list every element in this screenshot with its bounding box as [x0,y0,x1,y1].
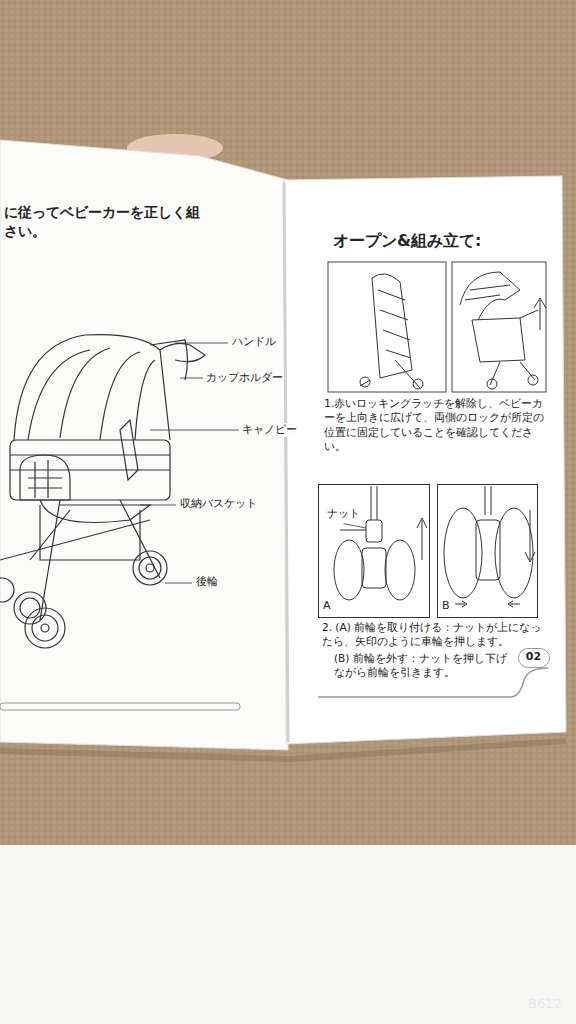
step-panel: B [437,484,538,618]
spine [284,182,288,742]
wheel-remove-drawing [444,486,535,607]
right-page [284,176,566,744]
part-name: 後輪 [196,575,218,589]
step-panel [328,262,446,392]
folded-stroller [360,274,423,389]
step-panel [452,262,546,392]
page-bar [0,703,240,710]
page-number-text: 02 [526,650,541,664]
part-name: ハンドル [232,335,276,349]
page-title: オープン&組み立て: [333,231,481,252]
step-text: (B) 前輪を外す：ナットを押し下げながら前輪を引きます。 [334,652,514,679]
page-number: 02 [518,648,550,668]
part-name: ナット [327,507,360,521]
panel-letter: A [323,599,331,613]
wheel-attach-drawing [334,486,427,600]
step-text: 1.赤いロッキングラッチを解除し、ベビーカーを上向きに広げて、両側のロックが所定… [324,397,548,454]
opening-stroller [460,272,546,389]
step-text: 2. (A) 前輪を取り付ける：ナットが上になったら、矢印のように車輪を押します… [322,621,544,648]
stroller-illustration [0,335,205,648]
step-panel: ナット A [318,484,430,618]
left-page [0,140,288,750]
panel-letter: B [442,599,450,613]
watermark: B612 [528,996,562,1013]
leader-line [344,524,367,528]
part-name: 収納バスケット [180,497,257,511]
intro-text: に従ってベビーカーを正しく組 [4,203,200,221]
intro-text: さい。 [4,222,46,240]
part-name: キャノピー [242,423,297,437]
white-paper [0,845,576,1024]
part-name: カップホルダー [206,371,283,385]
